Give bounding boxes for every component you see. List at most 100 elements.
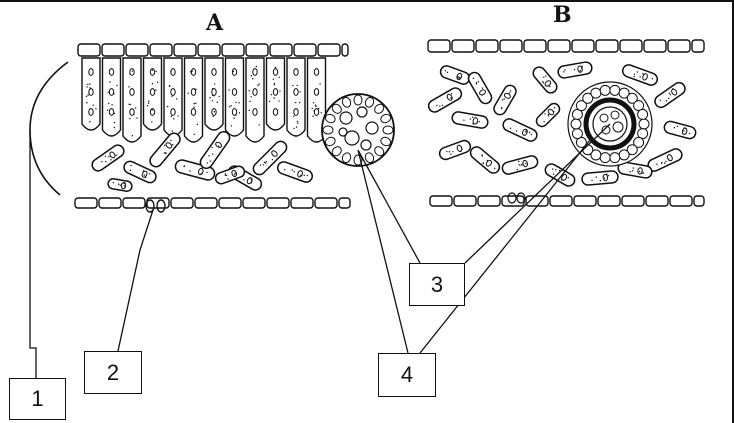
- palisade-cell: [163, 57, 183, 137]
- stipple-dot: [553, 110, 555, 113]
- stipple-dot: [558, 169, 561, 172]
- stipple-dot: [113, 121, 116, 124]
- stipple-dot: [311, 107, 313, 110]
- sheath-cell: [353, 154, 363, 166]
- mesophyll-cell-wall: [535, 102, 561, 128]
- sheath-cell: [353, 94, 363, 106]
- stipple-dot: [656, 163, 658, 166]
- stipple-dot: [659, 99, 661, 101]
- sheath-cell: [374, 146, 385, 157]
- nucleus: [446, 93, 453, 101]
- chloroplast: [88, 68, 94, 76]
- mesophyll-cell: [544, 163, 576, 187]
- mesophyll-cell: [174, 159, 216, 181]
- stipple-dot: [238, 112, 241, 114]
- chloroplast: [293, 108, 299, 116]
- chloroplast: [170, 68, 176, 76]
- stipple-dot: [213, 95, 215, 97]
- xylem-vessel: [610, 110, 620, 120]
- epidermal-cell: [691, 39, 705, 53]
- stipple-dot: [552, 173, 555, 175]
- stipple-dot: [472, 123, 474, 125]
- epidermal-cell: [125, 43, 149, 57]
- nucleus: [479, 89, 487, 96]
- mesophyll-cell: [252, 140, 288, 176]
- epidermal-cell: [667, 39, 691, 53]
- mesophyll-cell: [621, 64, 659, 86]
- stipple-dot: [292, 84, 294, 87]
- lower-epidermis-a: [74, 197, 351, 209]
- nucleus: [246, 177, 253, 185]
- nucleus: [544, 80, 552, 87]
- stipple-dot: [143, 174, 145, 176]
- stipple-dot: [297, 122, 299, 124]
- stipple-dot: [234, 172, 236, 174]
- chloroplast: [149, 68, 156, 76]
- mesophyll-cell-wall: [276, 161, 314, 183]
- stipple-dot: [312, 102, 315, 104]
- mesophyll-cell-wall: [663, 120, 697, 140]
- stipple-dot: [683, 130, 685, 132]
- epidermal-cell: [218, 197, 242, 209]
- palisade-layer: [81, 57, 327, 143]
- stipple-dot: [227, 178, 229, 180]
- stipple-dot: [113, 126, 116, 129]
- chloroplast: [313, 88, 320, 96]
- stipple-dot: [134, 107, 137, 109]
- stipple-dot: [581, 65, 584, 68]
- stipple-dot: [212, 87, 214, 90]
- stipple-dot: [482, 162, 485, 164]
- nucleus: [521, 128, 528, 136]
- nucleus: [485, 159, 493, 167]
- stipple-dot: [248, 109, 250, 112]
- sheath-cell: [380, 136, 392, 147]
- stipple-dot: [294, 101, 297, 104]
- stipple-dot: [131, 135, 134, 137]
- xylem-vessel: [339, 111, 353, 125]
- radial-mesophyll-cell: [633, 136, 645, 148]
- palisade-cell: [204, 57, 224, 131]
- stipple-dot: [92, 104, 94, 106]
- stipple-dot: [481, 94, 483, 96]
- chloroplast: [231, 108, 238, 116]
- chloroplast: [211, 108, 217, 116]
- leader-line-1: [29, 130, 37, 378]
- stipple-dot: [213, 111, 216, 113]
- stipple-dot: [518, 160, 520, 163]
- leader-line-3b: [464, 123, 611, 264]
- vascular-bundle-a: [321, 93, 395, 167]
- stipple-dot: [452, 150, 454, 153]
- stipple-dot: [104, 155, 107, 158]
- mesophyll-cell-wall: [544, 163, 576, 187]
- stipple-dot: [255, 65, 258, 68]
- radial-mesophyll-cell: [571, 128, 583, 140]
- stipple-dot: [130, 164, 132, 167]
- mesophyll-cell: [493, 84, 517, 116]
- stipple-dot: [451, 97, 453, 99]
- chloroplast: [129, 88, 135, 96]
- stipple-dot: [295, 126, 298, 128]
- stipple-dot: [481, 87, 484, 89]
- stipple-dot: [544, 113, 546, 115]
- stipple-dot: [306, 174, 308, 177]
- epidermal-cell: [619, 39, 643, 53]
- stipple-dot: [258, 124, 260, 126]
- stipple-dot: [95, 108, 97, 110]
- stipple-dot: [107, 91, 109, 94]
- radial-mesophyll-cell: [582, 92, 594, 104]
- epidermal-cell: [595, 39, 619, 53]
- stipple-dot: [156, 81, 159, 83]
- stipple-dot: [515, 130, 518, 132]
- stipple-dot: [270, 94, 273, 96]
- stipple-dot: [129, 117, 131, 120]
- nucleus: [271, 150, 278, 157]
- mesophyll-cell: [214, 165, 246, 185]
- stipple-dot: [672, 87, 674, 90]
- stipple-dot: [189, 170, 191, 172]
- stipple-dot: [543, 76, 545, 78]
- mesophyll-cell-wall: [451, 111, 489, 129]
- stipple-dot: [660, 162, 663, 164]
- stipple-dot: [665, 160, 667, 163]
- xylem-vessel: [344, 130, 360, 146]
- stipple-dot: [633, 73, 636, 76]
